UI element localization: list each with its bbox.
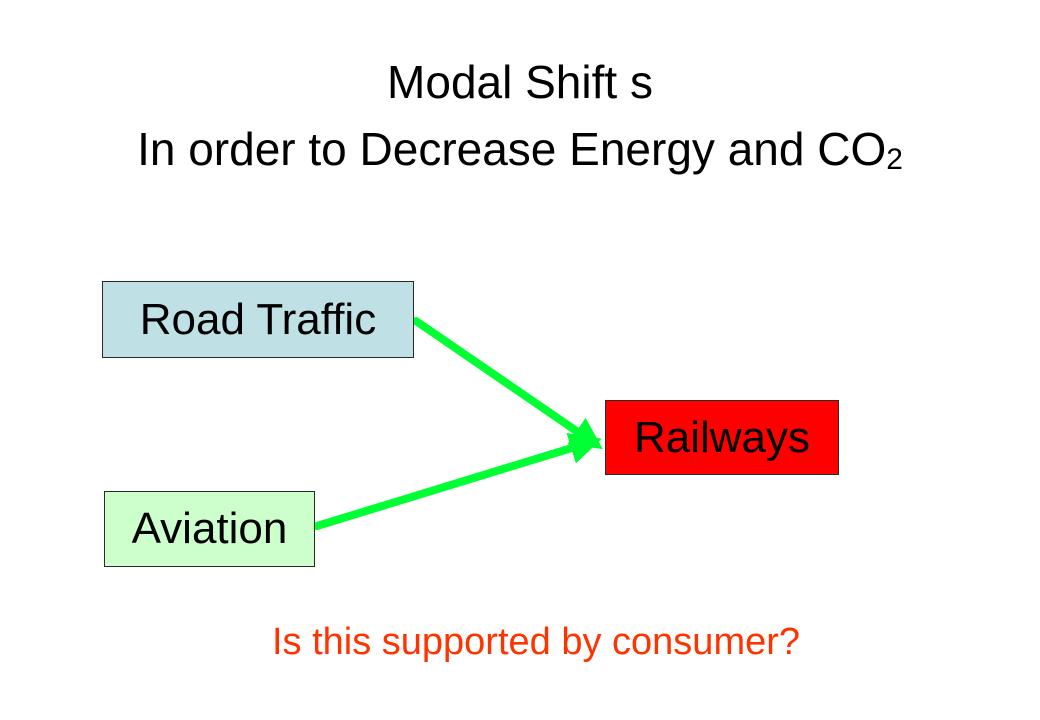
question-line: Is this supported by consumer? <box>0 618 1040 666</box>
road-traffic-node: Road Traffic <box>102 281 414 358</box>
railways-label: Railways <box>633 412 811 462</box>
aviation-label: Aviation <box>131 504 288 553</box>
road-traffic-label: Road Traffic <box>139 294 377 344</box>
co2-subscript: 2 <box>886 143 903 176</box>
aviation-node: Aviation <box>104 491 315 567</box>
arrow-road-to-railways <box>412 317 603 450</box>
question-text: Is this supported by consumer? <box>271 621 801 663</box>
title-line-2: In order to Decrease Energy and CO2 <box>0 121 1040 184</box>
railways-node: Railways <box>605 400 839 475</box>
title-main-text: Modal Shift s <box>387 56 653 108</box>
arrow-aviation-to-railways <box>313 432 602 530</box>
title-line-1: Modal Shift s <box>0 54 1040 110</box>
subtitle-text: In order to Decrease Energy and CO <box>137 123 887 175</box>
